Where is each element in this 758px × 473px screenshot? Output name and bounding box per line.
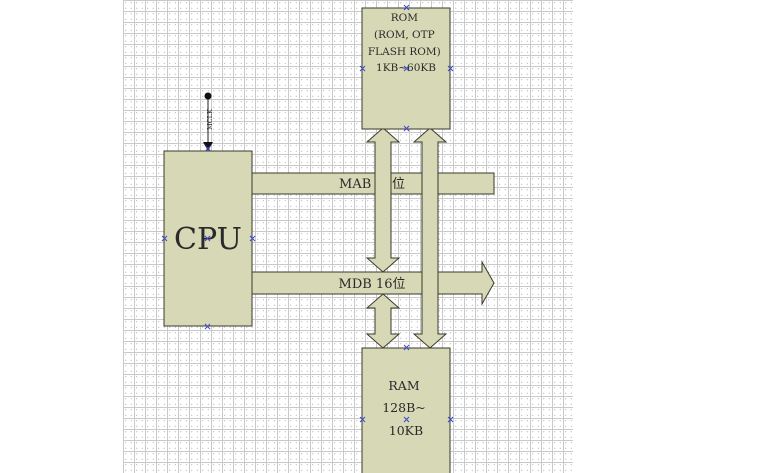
input-signal-label: MCLK	[206, 109, 214, 130]
ram-block[interactable]	[361, 347, 451, 473]
input-terminal-dot[interactable]	[204, 92, 212, 100]
ram-label: RAM 128B~ 10KB	[382, 378, 430, 438]
selection-handles	[161, 4, 454, 423]
rom-mab-double-arrow[interactable]	[365, 127, 401, 273]
mdb-ram-double-arrow[interactable]	[365, 293, 401, 349]
rom-ram-double-arrow[interactable]	[412, 127, 448, 349]
mab-label: MAB 16位	[339, 177, 405, 192]
rom-label: ROM (ROM, OTP FLASH ROM) 1KB~60KB	[368, 12, 444, 74]
mdb-label: MDB 16位	[339, 277, 406, 292]
input-arrowhead	[203, 142, 213, 151]
grid-canvas	[123, 0, 573, 473]
